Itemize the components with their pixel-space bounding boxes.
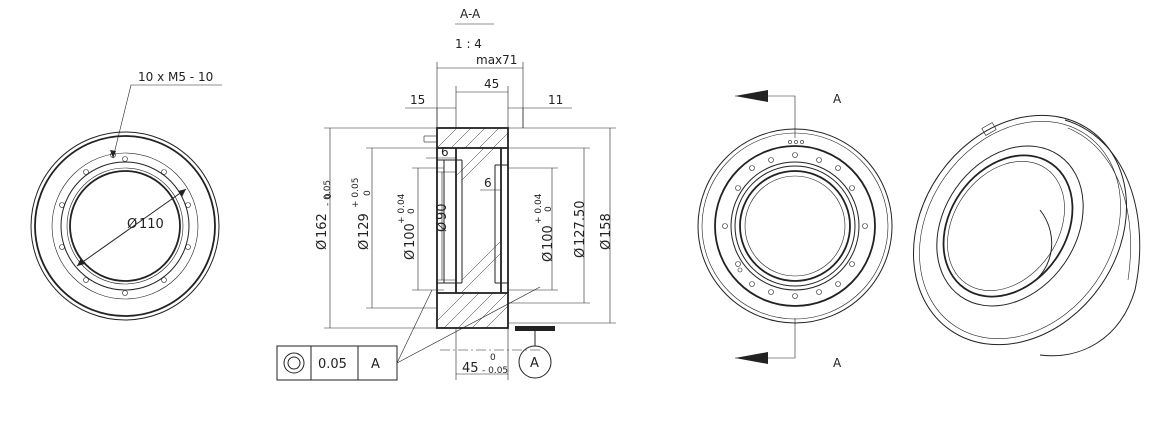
- left-diameter-dims: [324, 127, 456, 329]
- thread-note: 10 x M5 - 10: [138, 70, 213, 84]
- dim-45-tol-lower: - 0.05: [482, 366, 508, 376]
- dim-45-top: 45: [484, 77, 499, 91]
- section-view: A-A 1 : 4: [276, 7, 616, 381]
- diam-sym-129: Ø: [357, 240, 372, 250]
- dim-6a: 6: [441, 145, 449, 159]
- dim-129-value: 129: [357, 213, 372, 238]
- top-dimensions: max71 45 15 11 6 6: [405, 53, 572, 191]
- diameter-symbol: Ø: [127, 217, 137, 232]
- dim-162-tol-lower: - 0.05: [323, 180, 333, 206]
- dim-158-value: 158: [599, 213, 614, 238]
- diam-sym-127: Ø: [573, 248, 588, 258]
- section-hatching-body: [456, 148, 501, 293]
- front-view: 10 x M5 - 10 Ø 110: [30, 70, 222, 321]
- dim-90-value: 90: [435, 203, 450, 220]
- dim-162-value: 162: [315, 213, 330, 238]
- right-diameter-dims: [508, 127, 616, 324]
- section-hatching: [437, 128, 508, 148]
- section-arrow-bottom: A: [833, 356, 842, 370]
- diam-sym-100a: Ø: [403, 250, 418, 260]
- dim-110: 110: [139, 217, 164, 232]
- diam-sym-158: Ø: [599, 240, 614, 250]
- datum-a: A: [515, 326, 555, 379]
- bolt-holes: [59, 152, 191, 296]
- dim-127-value: 127.50: [573, 201, 588, 247]
- datum-a-label: A: [530, 356, 539, 371]
- dim-100b-tol-lower: 0: [544, 206, 554, 212]
- dim-129-tol-lower: 0: [363, 190, 373, 196]
- dim-129-tol-upper: + 0.05: [351, 178, 361, 208]
- dim-100a-value: 100: [403, 223, 418, 248]
- dim-100b-tol-upper: + 0.04: [534, 193, 544, 224]
- section-hatching-bottom: [437, 293, 508, 328]
- section-title: A-A: [460, 7, 481, 21]
- rear-bolt-holes: [722, 140, 868, 299]
- rear-view: A A: [697, 90, 893, 370]
- section-arrow-top: A: [833, 92, 842, 106]
- dim-100a-tol-lower: 0: [407, 208, 417, 214]
- bottom-dimension: 45 0 - 0.05: [455, 328, 509, 380]
- dim-11: 11: [548, 93, 563, 107]
- section-scale: 1 : 4: [455, 37, 482, 51]
- diam-sym-100b: Ø: [541, 252, 556, 262]
- diam-sym-162: Ø: [315, 240, 330, 250]
- diam-sym-90: Ø: [435, 222, 450, 232]
- section-outline: [423, 127, 540, 351]
- dim-100a-tol-upper: + 0.04: [397, 193, 407, 224]
- tolerance-value: 0.05: [318, 357, 347, 372]
- dim-162-tol-upper: 0: [324, 193, 334, 199]
- dim-6b: 6: [484, 176, 492, 190]
- isometric-view: [913, 114, 1141, 357]
- dim-45-bottom-value: 45: [462, 361, 479, 376]
- tolerance-frame: 0.05 A: [276, 286, 541, 381]
- dim-45-tol-upper: 0: [490, 353, 496, 363]
- tolerance-datum: A: [371, 357, 380, 372]
- dim-100b-value: 100: [541, 225, 556, 250]
- dim-15: 15: [410, 93, 425, 107]
- dim-max71: max71: [476, 53, 517, 67]
